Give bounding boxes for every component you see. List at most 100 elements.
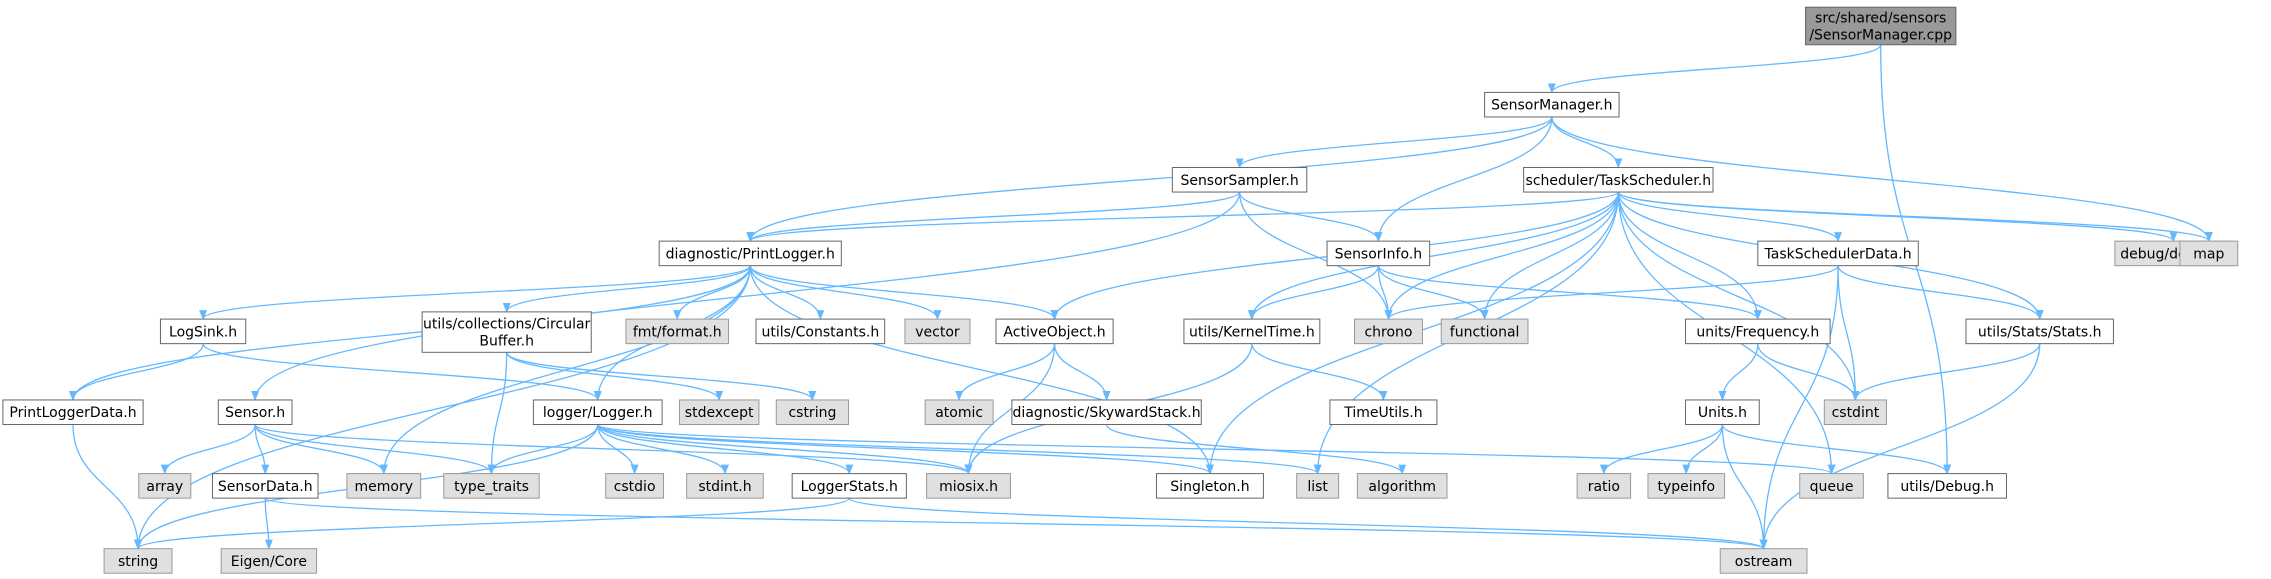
node-stats[interactable]: utils/Stats/Stats.h — [1965, 318, 2114, 345]
node-box — [1757, 240, 1919, 267]
node-label: miosix.h — [939, 479, 998, 495]
node-label: algorithm — [1368, 479, 1436, 495]
node-label: LoggerStats.h — [801, 479, 898, 495]
node-label: units/Frequency.h — [1696, 324, 1819, 340]
node-loggerh[interactable]: logger/Logger.h — [532, 399, 663, 426]
node-kerneltime[interactable]: utils/KernelTime.h — [1183, 318, 1321, 345]
node-atomic: atomic — [924, 399, 994, 426]
node-functional: functional — [1440, 318, 1529, 345]
node-sensordata[interactable]: SensorData.h — [211, 473, 319, 499]
edge-taskscheduler-to-printlogger — [746, 191, 1619, 243]
edge-sensor-to-typetraits — [254, 424, 496, 475]
node-units[interactable]: Units.h — [1685, 399, 1760, 426]
node-label: utils/Stats/Stats.h — [1978, 324, 2102, 340]
edge-printlogger-to-vector — [749, 265, 942, 321]
node-box — [1685, 318, 1831, 345]
edge-sensorsampler-to-chrono — [1238, 192, 1393, 321]
node-label: ActiveObject.h — [1003, 324, 1105, 340]
edge-printlogger-to-constants — [749, 265, 825, 321]
node-map: map — [2179, 240, 2239, 267]
node-label: cstring — [788, 405, 836, 421]
node-box — [1799, 473, 1864, 499]
node-label: ostream — [1735, 554, 1793, 570]
node-box — [1171, 166, 1308, 193]
edge-circularbuffer-to-cstring — [506, 352, 817, 401]
node-label: typeinfo — [1657, 479, 1715, 495]
node-label: utils/KernelTime.h — [1189, 324, 1315, 340]
node-string: string — [103, 548, 173, 574]
edge-printlogger-to-circularbuffer — [502, 265, 751, 313]
node-fmtformat: fmt/format.h — [625, 318, 730, 345]
edge-taskscheduler-to-kerneltime — [1247, 192, 1619, 321]
node-box — [1523, 166, 1714, 193]
node-label: cstdint — [1832, 405, 1880, 421]
node-label: vector — [915, 324, 960, 340]
node-box — [755, 318, 886, 345]
node-sensormanager[interactable]: SensorManager.h — [1484, 91, 1620, 118]
node-label: string — [118, 554, 158, 570]
node-eigencore: Eigen/Core — [220, 548, 318, 574]
edge-skywardstack-to-algorithm — [1105, 424, 1407, 475]
node-frequency[interactable]: units/Frequency.h — [1685, 318, 1831, 345]
node-root[interactable]: src/shared/sensors/SensorManager.cpp — [1805, 6, 1957, 46]
node-box — [2179, 240, 2239, 267]
edge-units-to-ratio — [1599, 424, 1724, 475]
node-label: Eigen/Core — [231, 554, 307, 570]
node-typeinfo: typeinfo — [1647, 473, 1726, 499]
node-typetraits: type_traits — [443, 473, 540, 499]
node-activeobject[interactable]: ActiveObject.h — [995, 318, 1114, 345]
node-timeutils[interactable]: TimeUtils.h — [1329, 399, 1438, 426]
node-singleton[interactable]: Singleton.h — [1155, 473, 1264, 499]
node-box — [1155, 473, 1264, 499]
node-label: TaskSchedulerData.h — [1764, 246, 1912, 262]
node-box — [1805, 6, 1957, 46]
node-label: SensorManager.h — [1491, 98, 1612, 114]
node-taskscheduler[interactable]: scheduler/TaskScheduler.h — [1523, 166, 1714, 193]
node-label: utils/Constants.h — [762, 324, 880, 340]
node-constants[interactable]: utils/Constants.h — [755, 318, 886, 345]
edge-taskscheduler-to-functional — [1480, 192, 1619, 321]
node-loggerstats[interactable]: LoggerStats.h — [791, 473, 907, 499]
node-label: array — [146, 479, 183, 495]
node-label: PrintLoggerData.h — [9, 405, 136, 421]
node-sensorinfo[interactable]: SensorInfo.h — [1326, 240, 1431, 267]
node-skywardstack[interactable]: diagnostic/SkywardStack.h — [1011, 399, 1202, 426]
node-sensor[interactable]: Sensor.h — [217, 399, 293, 426]
node-label: LogSink.h — [169, 324, 237, 340]
node-box — [103, 548, 173, 574]
node-printlogger[interactable]: diagnostic/PrintLogger.h — [658, 240, 842, 267]
edge-sensor-to-miosix — [254, 423, 973, 475]
edge-loggerh-to-list — [597, 423, 1322, 475]
node-array: array — [138, 473, 192, 499]
edge-activeobject-to-atomic — [955, 343, 1056, 401]
node-memory: memory — [346, 473, 422, 499]
node-label: SensorInfo.h — [1335, 246, 1423, 262]
edge-units-to-ostream — [1721, 424, 1768, 550]
node-box — [1354, 318, 1423, 345]
node-sensorsampler[interactable]: SensorSampler.h — [1171, 166, 1308, 193]
edge-frequency-to-units — [1718, 343, 1759, 401]
node-box — [1484, 91, 1620, 118]
node-box — [605, 473, 665, 499]
node-stdinth: stdint.h — [686, 473, 764, 499]
node-label: type_traits — [454, 479, 529, 495]
node-utilsdebug[interactable]: utils/Debug.h — [1887, 473, 2007, 499]
node-box — [924, 399, 994, 426]
edge-taskscheduler-to-map — [1617, 191, 2213, 243]
edge-loggerh-to-stdinth — [597, 424, 729, 475]
node-box — [1685, 399, 1760, 426]
node-printloggerdata[interactable]: PrintLoggerData.h — [2, 399, 144, 426]
node-ostream: ostream — [1719, 548, 1808, 574]
edge-circularbuffer-to-stdexcept — [506, 352, 724, 401]
node-label: diagnostic/SkywardStack.h — [1013, 405, 1201, 421]
node-box — [678, 399, 760, 426]
node-box — [2, 399, 144, 426]
node-logsink[interactable]: LogSink.h — [159, 318, 247, 345]
edge-printloggerdata-to-string — [72, 424, 143, 550]
node-box — [926, 473, 1011, 499]
node-taskschedulerdata[interactable]: TaskSchedulerData.h — [1757, 240, 1919, 267]
edge-activeobject-to-skywardstack — [1053, 343, 1111, 401]
node-label: chrono — [1364, 324, 1412, 340]
edge-loggerh-to-queue — [597, 423, 1836, 475]
